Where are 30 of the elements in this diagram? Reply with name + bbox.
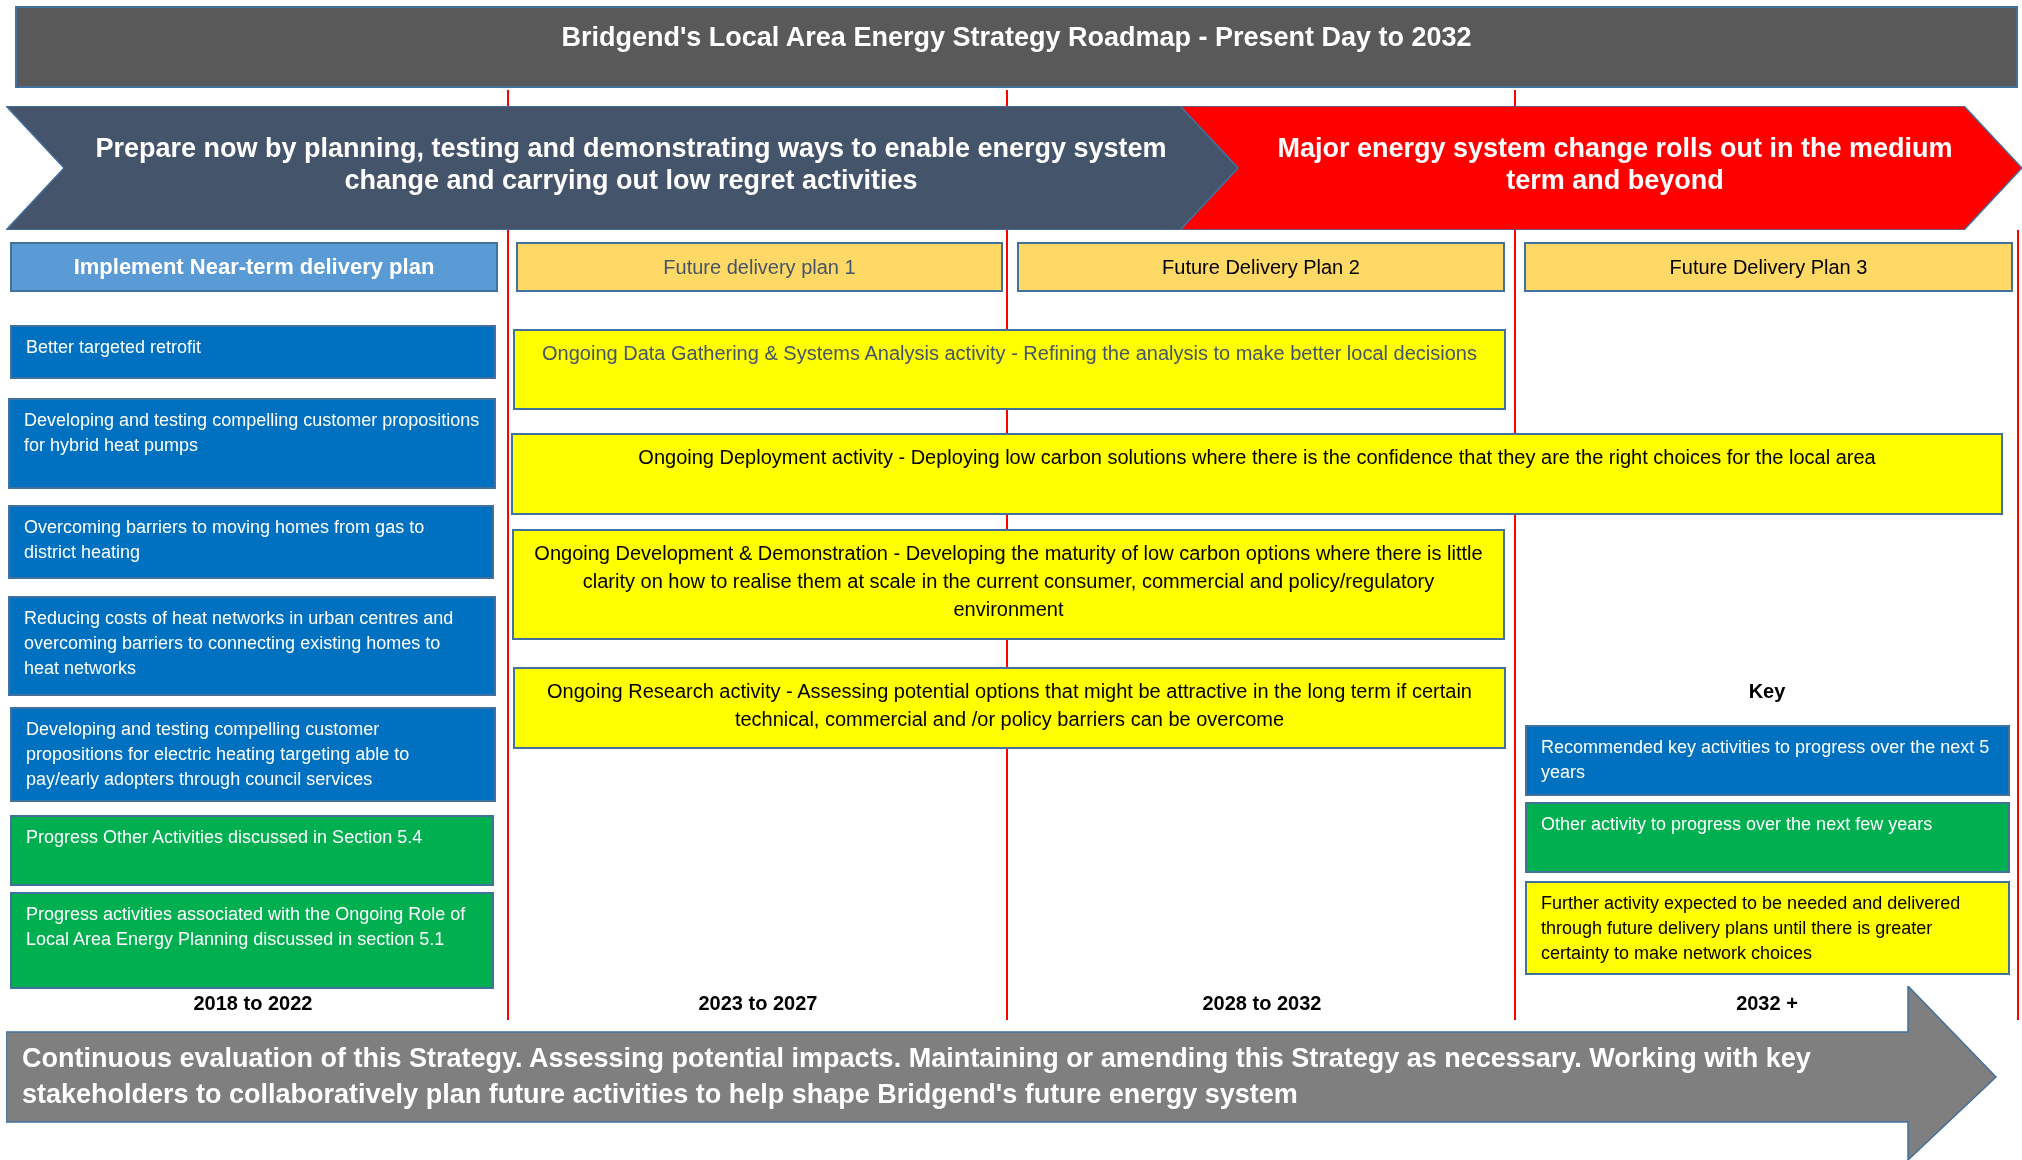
period-label: 2023 to 2027	[697, 992, 819, 1015]
activity-bar: Ongoing Data Gathering & Systems Analysis activity - Refining the analysis to make better local decisions	[513, 329, 1506, 410]
activity-box: Developing and testing compelling customer propositions for electric heating targeting able to pay/early adopters through council services	[10, 707, 496, 802]
title: Bridgend's Local Area Energy Strategy Roadmap - Present Day to 2032	[560, 22, 1473, 53]
plan-header: Future delivery plan 1	[516, 242, 1003, 292]
plan-header: Future Delivery Plan 2	[1017, 242, 1505, 292]
activity-box: Overcoming barriers to moving homes from gas to district heating	[8, 505, 494, 579]
period-label: 2018 to 2022	[192, 992, 314, 1015]
arrow-banner	[6, 986, 1998, 1160]
activity-box: Reducing costs of heat networks in urban centres and overcoming barriers to connecting existing homes to heat networks	[8, 596, 496, 696]
activity-bar: Ongoing Research activity - Assessing potential options that might be attractive in the long term if certain technical, commercial and /or policy barriers can be overcome	[513, 667, 1506, 749]
chevron-banner	[6, 106, 1238, 230]
activity-box: Progress Other Activities discussed in Section 5.4	[10, 815, 494, 886]
legend-swatch: Other activity to progress over the next few years	[1525, 802, 2010, 873]
banner-text: Major energy system change rolls out in the medium term and beyond	[1276, 132, 1954, 197]
activity-box: Developing and testing compelling customer propositions for hybrid heat pumps	[8, 398, 496, 489]
chevron-banner	[1180, 106, 2022, 230]
plan-header: Implement Near-term delivery plan	[10, 242, 498, 292]
banner-text: Continuous evaluation of this Strategy. Assessing potential impacts. Maintaining or amending this Strategy as necessary. Working with key stakeholders to collaboratively plan future activities to help shape Bridgend's future energy system	[22, 1042, 1812, 1112]
legend-swatch: Recommended key activities to progress over the next 5 years	[1525, 725, 2010, 796]
activity-bar: Ongoing Development & Demonstration - Developing the maturity of low carbon options where there is little clarity on how to realise them at scale in the current consumer, commercial and policy/regulatory environment	[512, 529, 1505, 640]
legend-heading: Key	[1747, 680, 1787, 703]
activity-box: Better targeted retrofit	[10, 325, 496, 379]
plan-header: Future Delivery Plan 3	[1524, 242, 2013, 292]
activity-box: Progress activities associated with the Ongoing Role of Local Area Energy Planning discussed in section 5.1	[10, 892, 494, 989]
period-label: 2032 +	[1735, 992, 1799, 1015]
banner-text: Prepare now by planning, testing and demonstrating ways to enable energy system change and carrying out low regret activities	[94, 132, 1168, 197]
activity-bar: Ongoing Deployment activity - Deploying low carbon solutions where there is the confidence that they are the right choices for the local area	[511, 433, 2003, 515]
legend-swatch: Further activity expected to be needed and delivered through future delivery plans until there is greater certainty to make network choices	[1525, 881, 2010, 975]
period-label: 2028 to 2032	[1201, 992, 1323, 1015]
